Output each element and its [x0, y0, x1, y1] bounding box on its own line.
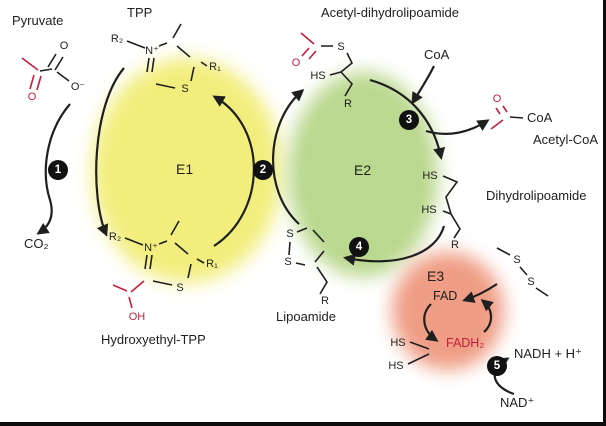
pyruvate-o-top-label: O: [60, 40, 69, 52]
fadh2-label: FADH₂: [446, 336, 485, 350]
arrow-coa-in: [411, 65, 435, 105]
tpp-top-s-label: S: [181, 83, 188, 95]
tpp-bottom-r1-label: R₁: [206, 258, 218, 270]
arrow-fadh2-to-fad: [480, 299, 494, 333]
acetyl-dhl-bonds-red: [300, 32, 317, 60]
tpp-bottom-ring-bonds: [124, 220, 205, 286]
e3-dithiol-bonds: [407, 341, 430, 365]
dihydrolipoamide-label: Dihydrolipoamide: [486, 188, 587, 203]
e1-label: E1: [176, 161, 194, 177]
pyruvate-o-ketone-label: O: [28, 91, 37, 103]
dihydrolipoamide-r-label: R: [451, 239, 459, 251]
coa-substrate-label: CoA: [424, 47, 450, 62]
step-5-badge: 5: [487, 356, 507, 376]
lipoamide-r-label: R: [321, 295, 329, 307]
arrow-e2-acetyl-to-dihydro: [369, 78, 446, 160]
arrow-e1-tpp-to-hydroxyethyl: [95, 67, 125, 237]
e3-dithiol-hs2-label: HS: [388, 360, 403, 372]
lipoamide-ring-bonds: [288, 227, 328, 295]
acetyl-dhl-hs-label: HS: [310, 70, 325, 82]
step-3-badge: 3: [399, 110, 419, 130]
fad-label: FAD: [433, 289, 458, 303]
arrow-e2-lipoamide-to-acetyl: [271, 89, 305, 225]
arrow-dihydro-to-lipoamide: [343, 225, 446, 266]
arrow-acetylcoa-out: [425, 119, 490, 135]
tpp-top-r2-label: R₂: [111, 33, 123, 45]
lipoamide-label: Lipoamide: [276, 309, 336, 324]
lipoamide-s2-label: S: [284, 256, 291, 268]
tpp-bottom-r2-label: R₂: [109, 231, 121, 243]
acetyl-coa-o-label: O: [493, 93, 502, 105]
dihydrolipoamide-hs2-label: HS: [421, 204, 436, 216]
arrow-e1-hydroxyethyl-to-tpp: [212, 95, 255, 247]
acetyl-dhl-o-label: O: [292, 57, 301, 69]
acetyl-coa-label: Acetyl-CoA: [533, 132, 599, 147]
tpp-top-r1-label: R₁: [209, 61, 221, 73]
tpp-bottom-n-label: N⁺: [144, 242, 158, 254]
nad-label: NAD⁺: [500, 395, 535, 410]
acetyl-dhl-bonds-black: [321, 45, 354, 97]
acetyl-dihydrolipoamide-label: Acetyl-dihydrolipoamide: [321, 5, 460, 20]
pyruvate-bonds-black: [39, 53, 70, 82]
dihydrolipoamide-hs1-label: HS: [422, 170, 437, 182]
pyruvate-bonds-red: [21, 57, 42, 91]
acetyl-coa-bond-black: [509, 116, 524, 119]
nadh-label: NADH + H⁺: [514, 346, 582, 361]
arrow-disulfide-to-fad: [462, 283, 498, 303]
step-1-badge: 1: [48, 160, 68, 180]
tpp-top-ring-bonds: [126, 23, 208, 89]
acetyl-dhl-s-label: S: [337, 41, 344, 53]
tpp-top-n-label: N⁺: [145, 45, 159, 57]
acetyl-dhl-r-label: R: [344, 98, 352, 110]
e3-label: E3: [427, 268, 445, 284]
hydroxyethyl-tpp-label: Hydroxyethyl-TPP: [101, 332, 206, 347]
dihydrolipoamide-bonds: [442, 175, 461, 239]
acetyl-coa-group-label: CoA: [527, 110, 553, 125]
co2-label: CO₂: [24, 236, 49, 251]
arrow-fad-to-fadh2: [423, 303, 439, 342]
lipoamide-s1-label: S: [286, 228, 293, 240]
step-2-badge: 2: [253, 160, 273, 180]
e2-label: E2: [354, 162, 372, 178]
e3-disulfide-s1-label: S: [513, 254, 520, 266]
pyruvate-o-minus-label: O⁻: [71, 81, 86, 93]
pyruvate-label: Pyruvate: [12, 13, 64, 28]
tpp-label: TPP: [127, 5, 153, 20]
acetyl-coa-bonds-red: [490, 105, 508, 130]
arrow-pyruvate-to-co2: [36, 103, 71, 235]
e3-disulfide-s2-label: S: [527, 276, 534, 288]
hydroxyethyl-oh-label: OH: [129, 311, 146, 323]
e1-enzyme-ellipse: [92, 58, 282, 283]
step-4-badge: 4: [349, 237, 369, 257]
e3-dithiol-hs1-label: HS: [390, 337, 405, 349]
tpp-bottom-s-label: S: [176, 282, 183, 294]
hydroxyethyl-bonds-red: [112, 280, 145, 309]
e3-disulfide-bonds: [496, 247, 549, 297]
